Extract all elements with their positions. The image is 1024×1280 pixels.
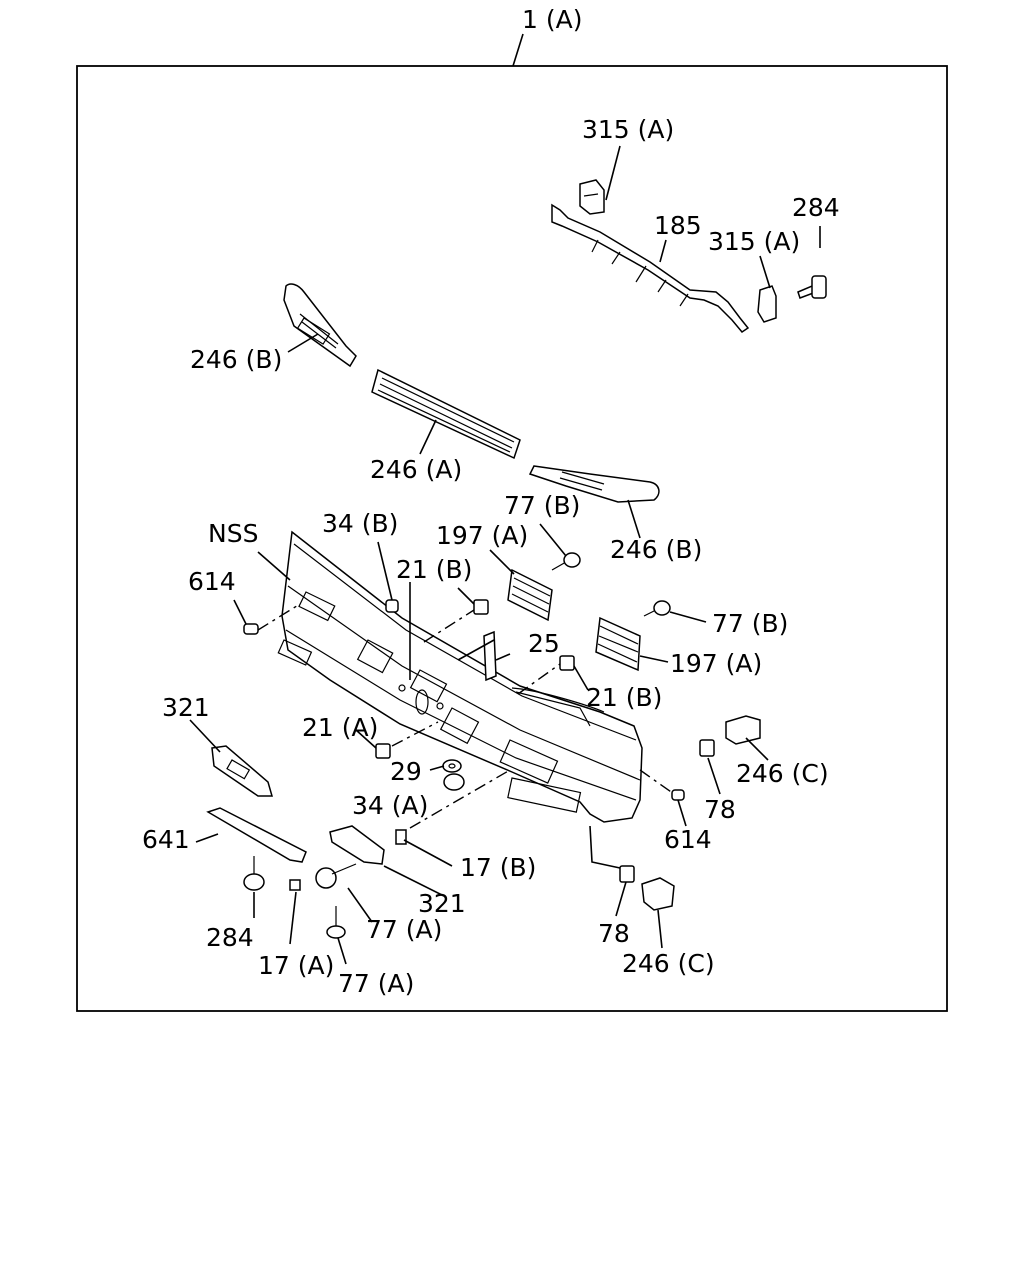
clip-246c-right	[725, 715, 761, 745]
label-bar-185: 185	[654, 211, 702, 240]
bracket-315a-top	[579, 179, 605, 215]
bumper-bar-185	[551, 203, 750, 333]
label-bolt-284-bottom: 284	[206, 923, 254, 952]
label-screw-77a-mid: 77 (A)	[366, 915, 442, 944]
label-screw-77b-top: 77 (B)	[504, 491, 580, 520]
washer-29	[442, 759, 462, 773]
label-cover-246b-left: 246 (B)	[190, 345, 282, 374]
clip-21a	[375, 743, 391, 759]
label-bracket-321-bottom: 321	[418, 889, 466, 918]
assembly-frame	[76, 65, 948, 1012]
bolt-284-top	[797, 275, 827, 299]
label-cover-246b-right: 246 (B)	[610, 535, 702, 564]
label-grille-197a-right: 197 (A)	[670, 649, 762, 678]
screw-77b-right	[643, 600, 671, 617]
label-screw-77a-bottom: 77 (A)	[338, 969, 414, 998]
screw-77a-mid	[315, 863, 357, 889]
label-bolt-284-top: 284	[792, 193, 840, 222]
grille-197a-right	[595, 616, 641, 672]
label-clip-246c-bottom: 246 (C)	[622, 949, 715, 978]
bracket-315a-right	[757, 285, 777, 323]
label-grille-197a-top: 197 (A)	[436, 521, 528, 550]
label-screw-77b-right: 77 (B)	[712, 609, 788, 638]
grille-246a	[371, 368, 521, 460]
label-clip-21a: 21 (A)	[302, 713, 378, 742]
clip-21b-top	[473, 599, 489, 615]
clip-78-bottom	[619, 865, 635, 883]
label-bracket-25: 25	[528, 629, 560, 658]
nut-34b	[385, 599, 399, 613]
label-pad-17b: 17 (B)	[460, 853, 536, 882]
bumper-body	[277, 530, 643, 823]
label-nut-34a: 34 (A)	[352, 791, 428, 820]
label-nut-34b: 34 (B)	[322, 509, 398, 538]
label-bolt-614-left: 614	[188, 567, 236, 596]
label-clip-21b-right: 21 (B)	[586, 683, 662, 712]
label-bracket-315a-top: 315 (A)	[582, 115, 674, 144]
label-washer-29: 29	[390, 757, 422, 786]
label-bracket-321-left: 321	[162, 693, 210, 722]
screw-77b-top	[551, 552, 581, 571]
label-pad-17a: 17 (A)	[258, 951, 334, 980]
bracket-321-left	[211, 745, 273, 797]
label-assembly: 1 (A)	[522, 5, 582, 34]
bracket-25	[483, 630, 497, 682]
label-bracket-315a-right: 315 (A)	[708, 227, 800, 256]
pad-17a	[289, 879, 301, 891]
label-clip-246c-right: 246 (C)	[736, 759, 829, 788]
nut-34a	[443, 773, 465, 791]
label-clip-78-bottom: 78	[598, 919, 630, 948]
bracket-321-bottom	[329, 825, 385, 865]
cover-246b-right	[528, 465, 660, 503]
bolt-614-right	[671, 789, 685, 801]
bolt-614-left	[243, 623, 259, 635]
screw-77a-bottom	[326, 906, 346, 939]
pad-17b	[395, 829, 407, 845]
bolt-284-bottom	[243, 856, 265, 891]
clip-78-right	[699, 739, 715, 757]
clip-246c-bottom	[641, 877, 675, 911]
label-bolt-614-right: 614	[664, 825, 712, 854]
cover-246b-left	[283, 283, 357, 368]
label-clip-78-right: 78	[704, 795, 736, 824]
clip-21b-right	[559, 655, 575, 671]
label-nss: NSS	[208, 519, 258, 548]
grille-197a-top	[507, 568, 553, 622]
plate-641	[206, 807, 307, 863]
label-plate-641: 641	[142, 825, 190, 854]
label-clip-21b-top: 21 (B)	[396, 555, 472, 584]
label-grille-246a: 246 (A)	[370, 455, 462, 484]
